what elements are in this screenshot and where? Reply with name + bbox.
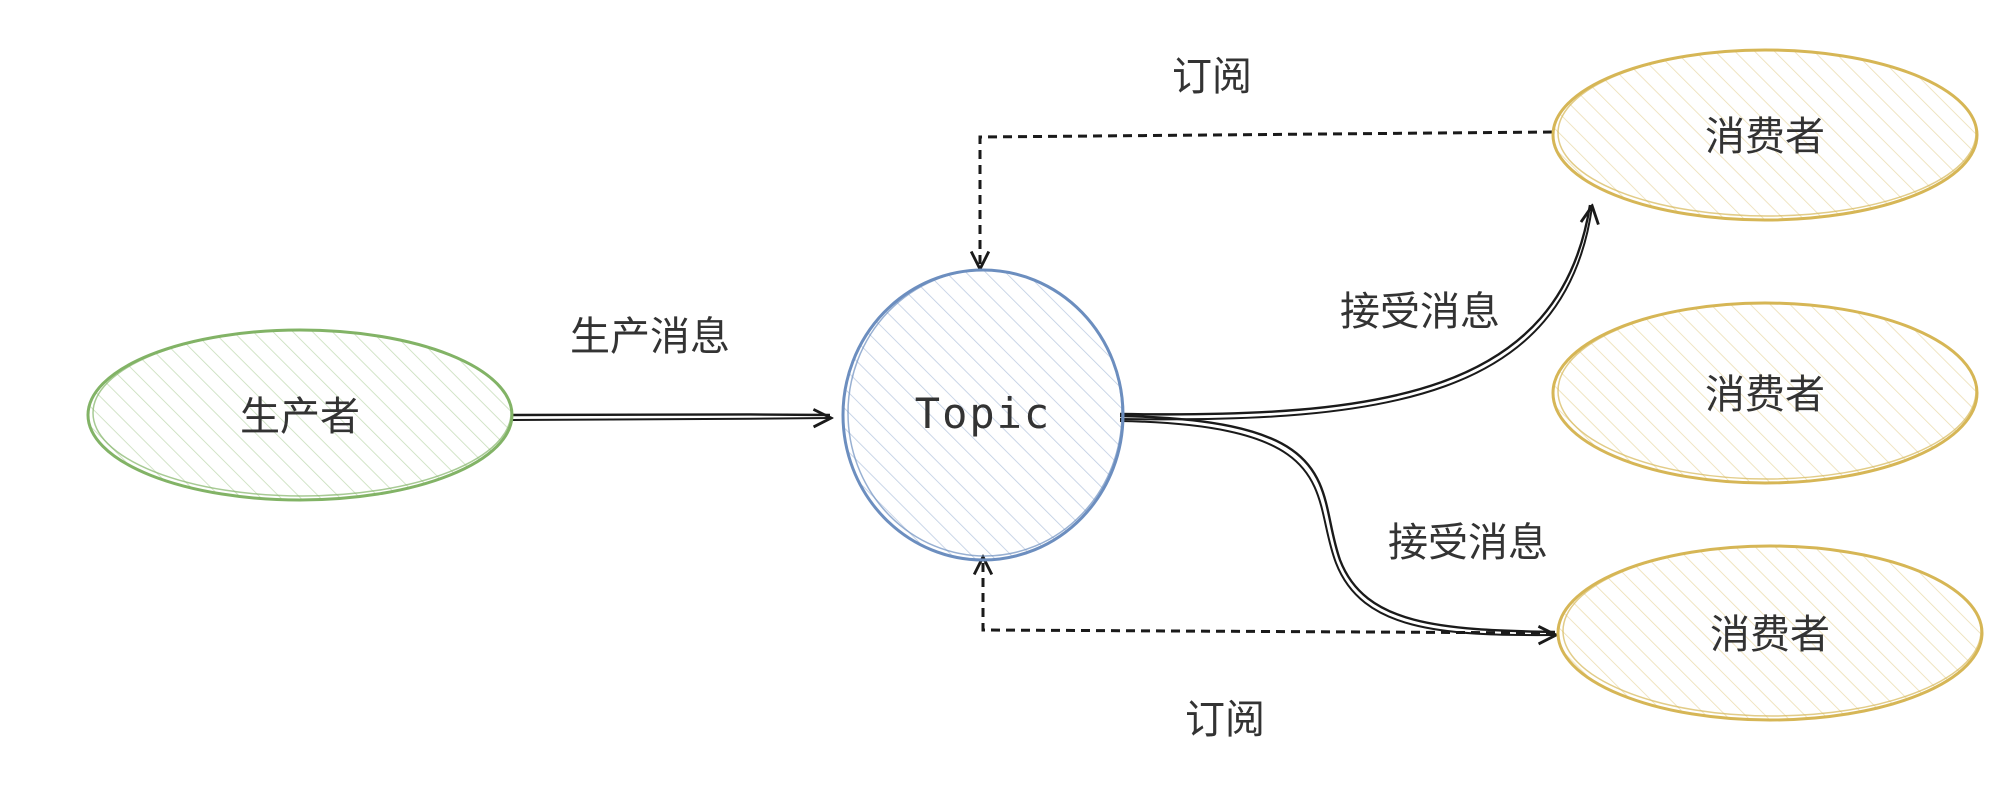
consumer-top-node: 消费者 bbox=[1551, 48, 1979, 222]
subscribe-bottom-edge-label: 订阅 bbox=[1185, 697, 1265, 743]
produce-edge bbox=[511, 414, 830, 420]
producer-label: 生产者 bbox=[240, 394, 360, 440]
producer-node: 生产者 bbox=[86, 328, 514, 502]
subscribe-top-edge-label: 订阅 bbox=[1172, 54, 1252, 100]
receive-top-edge bbox=[1119, 205, 1592, 421]
receive-top-edge-label: 接受消息 bbox=[1340, 289, 1500, 335]
topic-node: Topic bbox=[841, 268, 1125, 562]
consumer-bottom-label: 消费者 bbox=[1710, 612, 1830, 658]
consumer-mid-node: 消费者 bbox=[1551, 301, 1979, 485]
consumer-mid-label: 消费者 bbox=[1705, 372, 1825, 418]
receive-bottom-edge bbox=[1119, 414, 1555, 635]
topic-label: Topic bbox=[915, 389, 1051, 438]
receive-bottom-edge-label: 接受消息 bbox=[1388, 520, 1548, 566]
subscribe-top-edge bbox=[980, 130, 1553, 268]
produce-edge-label: 生产消息 bbox=[570, 314, 730, 360]
consumer-top-label: 消费者 bbox=[1705, 114, 1825, 160]
subscribe-bottom-edge bbox=[983, 558, 1556, 635]
consumer-bottom-node: 消费者 bbox=[1556, 544, 1984, 722]
